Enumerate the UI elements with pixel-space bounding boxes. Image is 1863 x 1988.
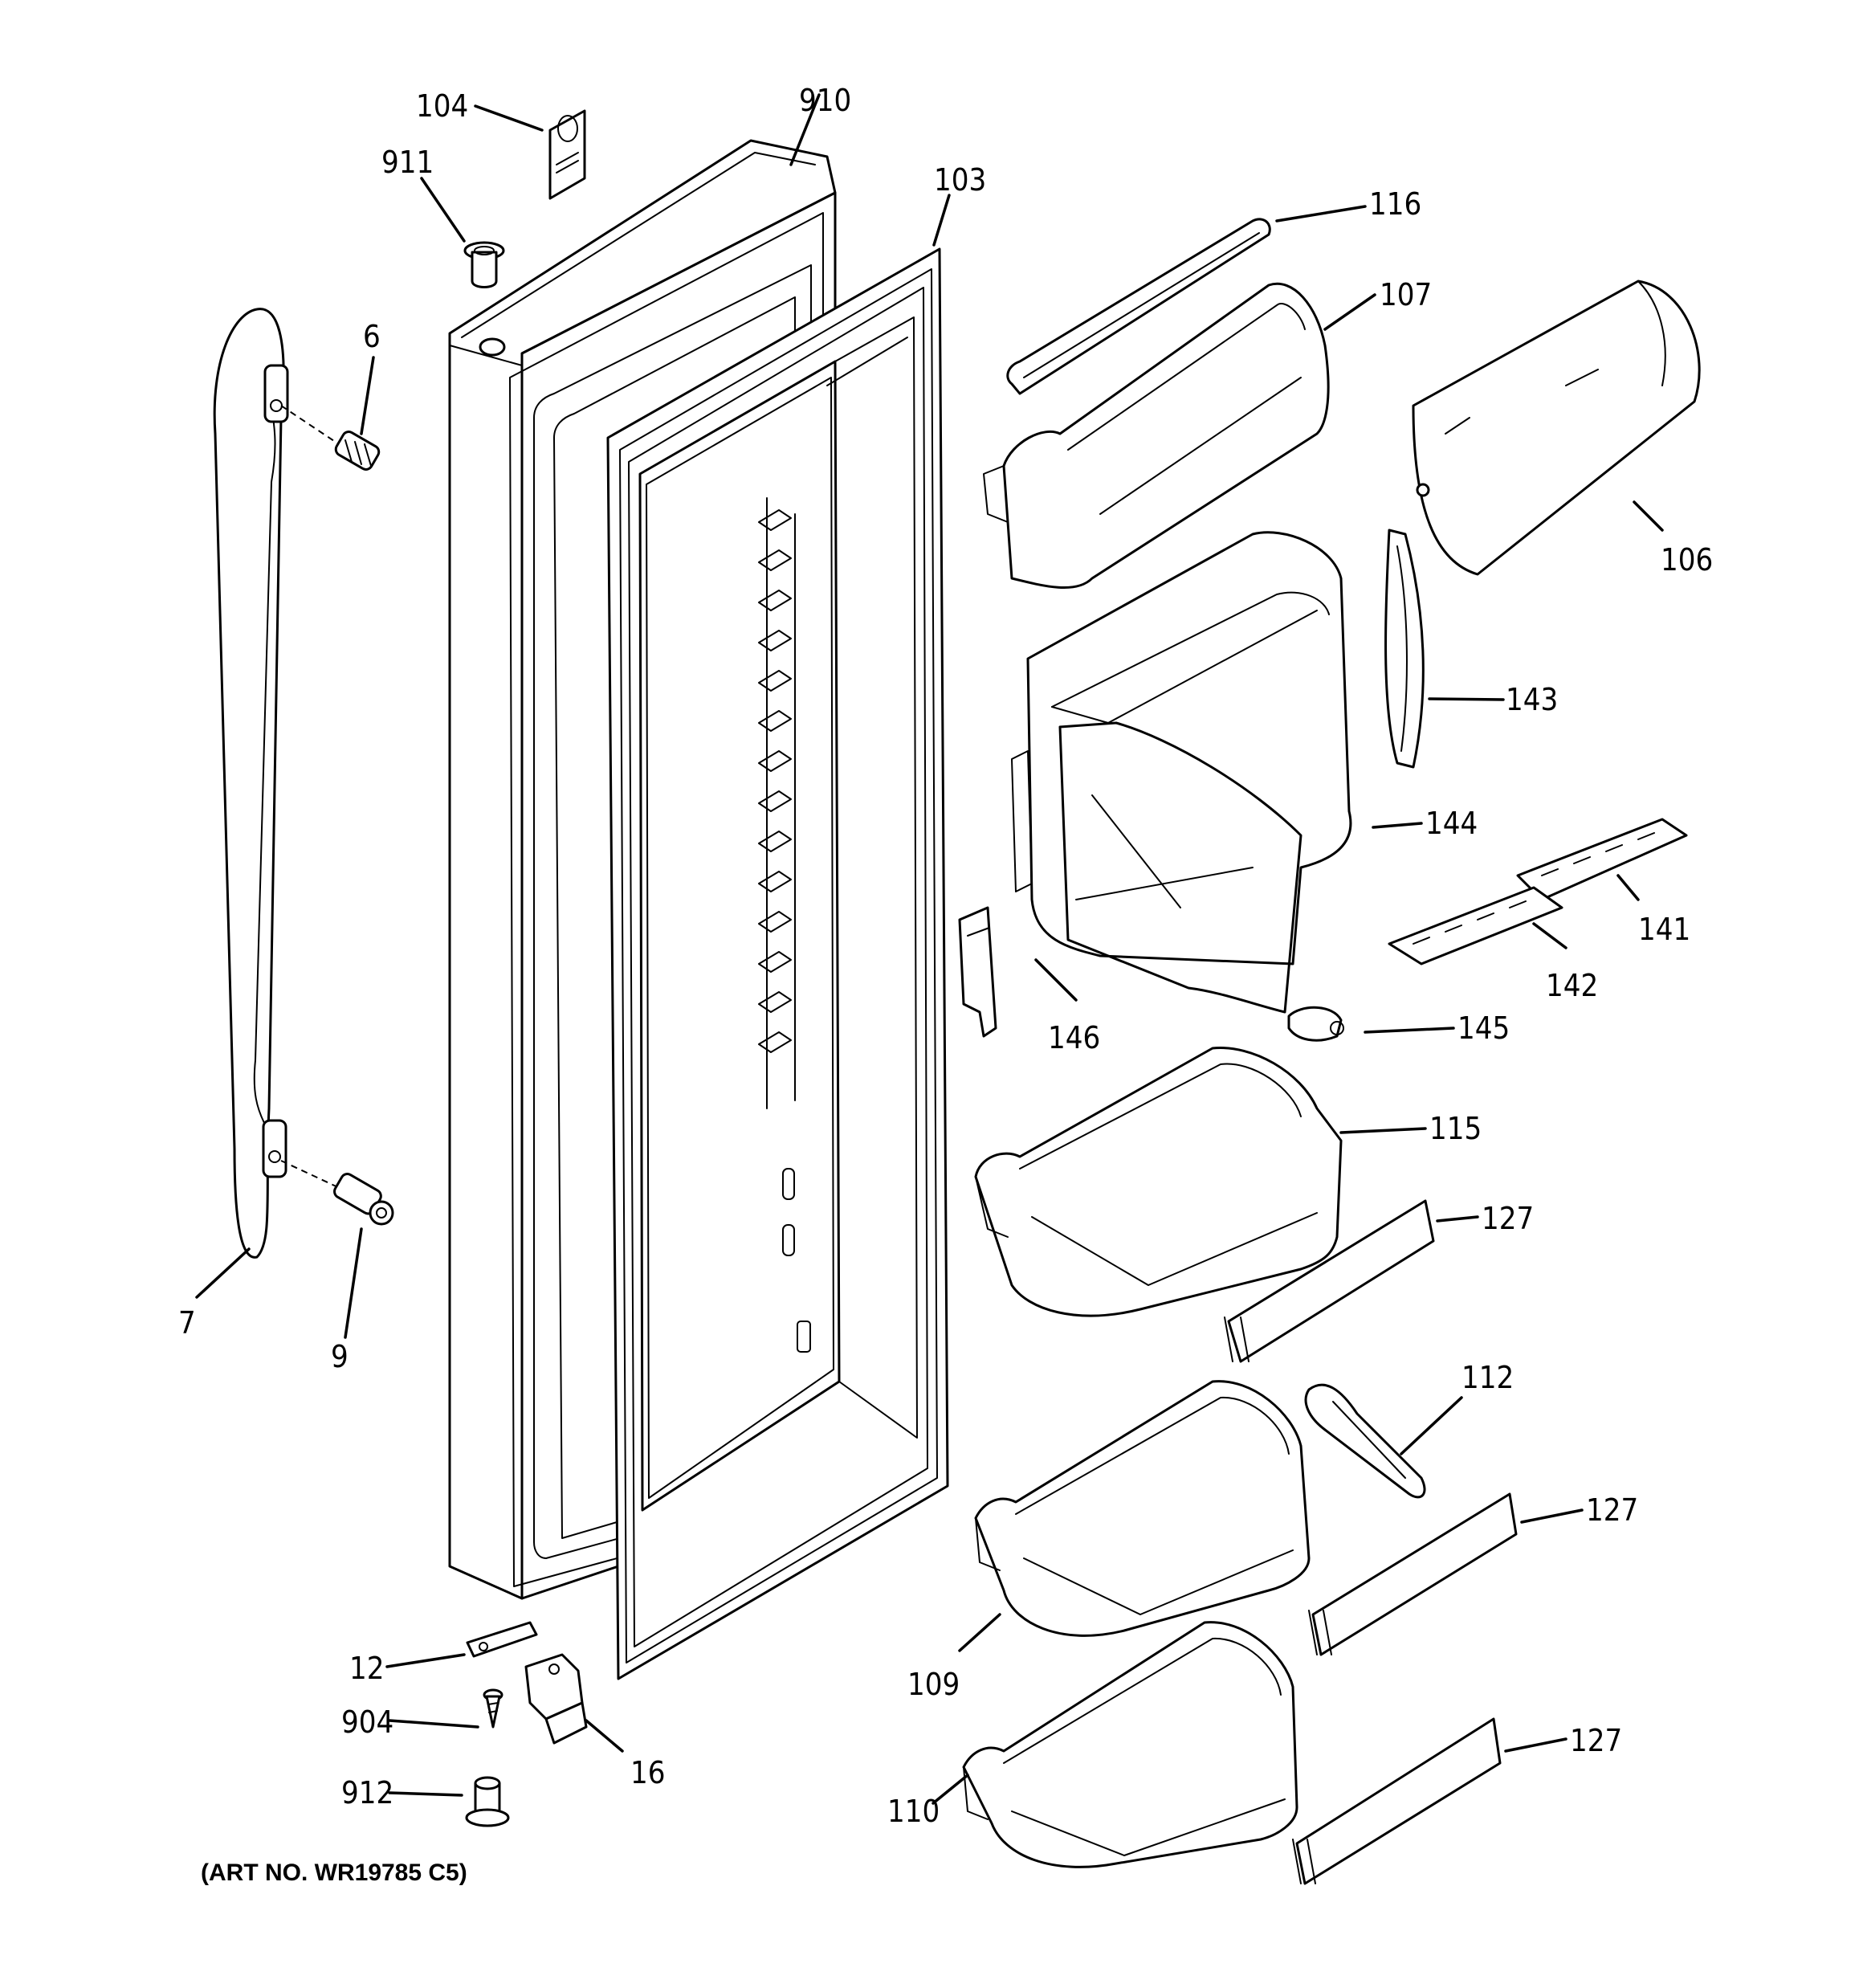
bin-trim-part-127c xyxy=(1292,1717,1502,1885)
bin-trim-part-127b xyxy=(1308,1492,1518,1656)
lower-door-bin-part-109 xyxy=(974,1380,1311,1637)
liner-ribs xyxy=(758,509,792,1053)
label-9: 9 xyxy=(331,1339,349,1374)
label-127c: 127 xyxy=(1570,1723,1622,1758)
label-910: 910 xyxy=(799,83,851,118)
badge-part-104 xyxy=(548,109,586,200)
hinge-pin-part-912 xyxy=(465,1776,510,1827)
leader-lines xyxy=(195,93,1664,1805)
label-127b: 127 xyxy=(1586,1492,1638,1528)
art-number-caption: (ART NO. WR19785 C5) xyxy=(201,1859,467,1886)
hinge-bracket-part-12 xyxy=(466,1621,538,1658)
label-145: 145 xyxy=(1457,1010,1510,1046)
label-146: 146 xyxy=(1048,1020,1100,1055)
handle-screw-part-9 xyxy=(280,1160,394,1226)
middle-door-bin-part-115 xyxy=(974,1047,1343,1317)
label-911: 911 xyxy=(381,145,434,180)
label-109: 109 xyxy=(907,1667,960,1702)
label-904: 904 xyxy=(341,1704,393,1740)
label-107: 107 xyxy=(1380,277,1432,312)
bottom-door-bin-part-110 xyxy=(962,1621,1298,1868)
hinge-bushing-part-911 xyxy=(463,241,505,288)
label-141: 141 xyxy=(1638,912,1690,947)
dairy-cover-part-106 xyxy=(1412,280,1701,576)
label-116: 116 xyxy=(1369,186,1421,222)
label-115: 115 xyxy=(1429,1111,1482,1146)
label-7: 7 xyxy=(178,1305,196,1341)
label-112: 112 xyxy=(1461,1360,1514,1395)
door-handle-part-7 xyxy=(213,308,289,1259)
label-106: 106 xyxy=(1661,542,1713,578)
bin-rail-part-116 xyxy=(1006,218,1271,395)
side-rail-part-143 xyxy=(1384,529,1425,769)
egg-tray-part-141 xyxy=(1516,818,1688,901)
label-103: 103 xyxy=(934,162,986,198)
label-127a: 127 xyxy=(1482,1201,1534,1236)
upper-door-bin-part-107 xyxy=(983,282,1330,589)
label-104: 104 xyxy=(416,88,468,124)
label-6: 6 xyxy=(363,319,381,354)
label-143: 143 xyxy=(1506,682,1558,717)
label-912: 912 xyxy=(341,1775,393,1810)
part-number-labels: 104 910 911 103 116 107 6 106 143 144 14… xyxy=(178,83,1713,1829)
handle-screw-part-6 xyxy=(280,405,381,471)
dispenser-bin-part-144 xyxy=(1011,531,1352,1014)
door-gasket-part-103 xyxy=(606,247,949,1680)
dispenser-lever-part-145 xyxy=(1287,1006,1344,1042)
label-12: 12 xyxy=(349,1651,385,1686)
label-142: 142 xyxy=(1546,968,1598,1003)
side-rail-part-112 xyxy=(1304,1383,1426,1499)
label-144: 144 xyxy=(1425,806,1478,841)
egg-tray-part-142 xyxy=(1388,886,1563,965)
bin-trim-part-127a xyxy=(1224,1199,1435,1363)
hinge-part-16 xyxy=(524,1653,588,1745)
label-16: 16 xyxy=(630,1755,666,1790)
screw-part-904 xyxy=(483,1688,503,1729)
dispenser-bracket-part-146 xyxy=(958,906,997,1038)
label-110: 110 xyxy=(887,1794,940,1829)
